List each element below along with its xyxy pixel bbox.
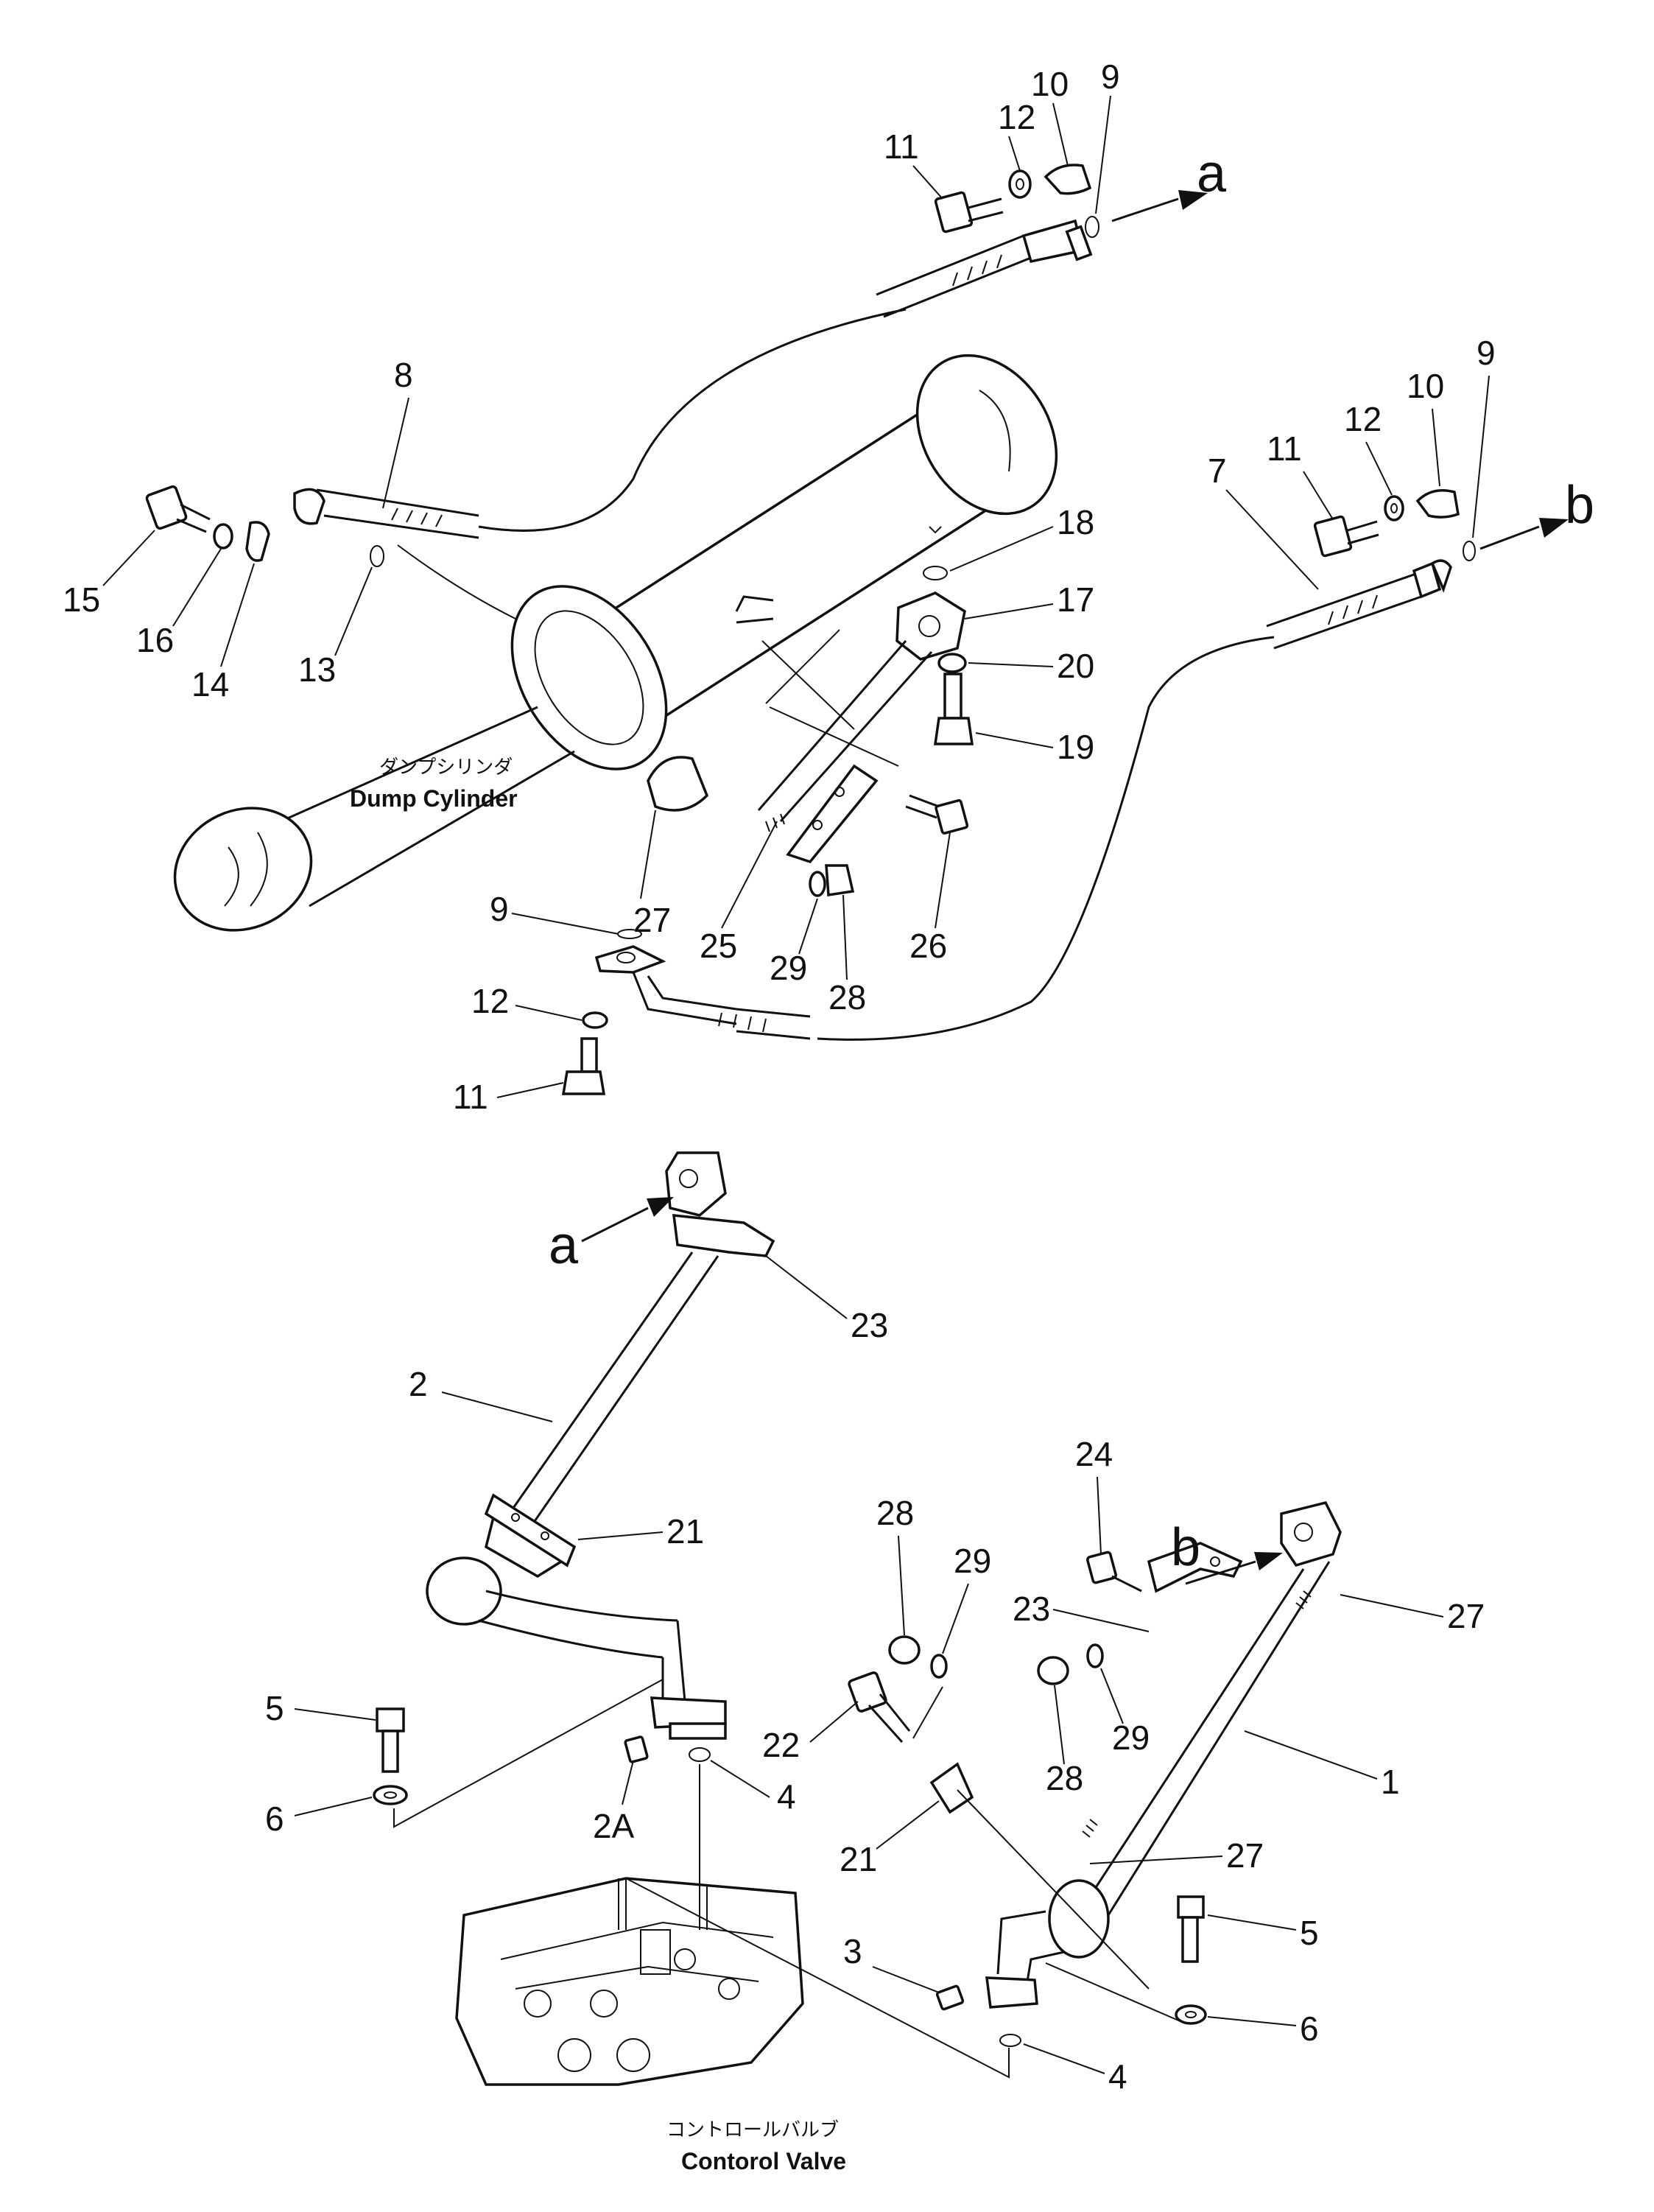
label-29-right: 29 (1112, 1718, 1150, 1757)
label-15: 15 (63, 580, 100, 619)
control-valve (455, 1877, 804, 2086)
label-11-low: 11 (453, 1078, 488, 1116)
hose-8 (293, 308, 907, 539)
label-14: 14 (191, 665, 229, 703)
fasteners-left (145, 485, 384, 567)
label-9-mid: 9 (490, 890, 509, 928)
dump-cylinder-caption-jp: ダンプシリンダ (379, 756, 513, 779)
fittings-right-lower (935, 1895, 1207, 2047)
pipe-1 (985, 1500, 1342, 2009)
part-labels: 11 12 10 9 a 8 15 16 14 13 11 12 10 9 b … (63, 57, 1594, 2096)
label-27-right: 27 (1447, 1597, 1485, 1635)
fasteners-top-b (1313, 489, 1476, 561)
ref-b-bottom: b (1171, 1518, 1200, 1577)
dump-cylinder (173, 354, 1058, 932)
label-27-mid: 27 (633, 901, 671, 939)
label-28-left: 28 (876, 1494, 914, 1532)
label-12-low: 12 (471, 982, 509, 1020)
label-1: 1 (1381, 1763, 1400, 1801)
label-8: 8 (394, 356, 413, 394)
label-6-right: 6 (1300, 2009, 1319, 2048)
label-10: 10 (1031, 65, 1069, 103)
control-valve-caption-en: Contorol Valve (681, 2148, 846, 2174)
label-2: 2 (409, 1365, 428, 1403)
label-18: 18 (1057, 503, 1094, 541)
pipe-lower-flange (561, 929, 811, 1095)
label-9-b: 9 (1477, 334, 1496, 372)
label-20: 20 (1057, 647, 1094, 685)
label-13: 13 (298, 650, 336, 689)
label-23-top: 23 (851, 1306, 888, 1344)
flange-block-17 (757, 526, 974, 822)
label-12: 12 (998, 98, 1035, 136)
label-19: 19 (1057, 728, 1094, 766)
label-21-lower: 21 (840, 1840, 877, 1878)
label-2a: 2A (593, 1807, 635, 1845)
label-4-right: 4 (1108, 2057, 1127, 2096)
label-29-mid: 29 (770, 949, 807, 987)
label-28-right: 28 (1046, 1759, 1083, 1797)
label-3: 3 (843, 1932, 862, 1970)
control-valve-caption-jp: コントロールバルブ (666, 2119, 839, 2141)
label-22: 22 (762, 1726, 800, 1764)
label-5-left: 5 (265, 1689, 284, 1727)
label-27-lower: 27 (1226, 1836, 1264, 1875)
label-16: 16 (136, 621, 174, 659)
label-12-b: 12 (1344, 400, 1382, 438)
arrow-a-bottom (581, 1207, 649, 1243)
ref-a-top: a (1197, 144, 1227, 203)
label-26: 26 (909, 927, 947, 965)
bracket-21-upper (484, 1493, 577, 1567)
dump-cylinder-caption-en: Dump Cylinder (350, 785, 518, 812)
hose-to-a (876, 190, 1208, 318)
label-29-left: 29 (954, 1542, 991, 1580)
bracket-assembly (647, 595, 969, 897)
label-5-right: 5 (1300, 1914, 1319, 1952)
label-7: 7 (1208, 452, 1227, 490)
label-4-left: 4 (777, 1777, 796, 1816)
bracket-21-lower (848, 1551, 1150, 1990)
ref-b-top: b (1565, 476, 1594, 535)
label-28-mid: 28 (828, 978, 866, 1017)
ref-a-bottom: a (549, 1216, 579, 1275)
label-17: 17 (1057, 580, 1094, 619)
hose-7 (817, 518, 1569, 1041)
label-24: 24 (1075, 1435, 1113, 1473)
label-6-left: 6 (265, 1800, 284, 1838)
label-11-b: 11 (1267, 429, 1302, 468)
fittings-left-lower (373, 1679, 711, 1828)
leader-lines (618, 1764, 1010, 2079)
label-21-upper: 21 (666, 1512, 704, 1551)
label-11: 11 (884, 127, 919, 166)
pipe-2 (426, 1151, 775, 1740)
arrow-b-bottom (1185, 1560, 1256, 1585)
label-10-b: 10 (1407, 367, 1444, 405)
label-25: 25 (700, 927, 737, 965)
fasteners-top-a (934, 164, 1099, 238)
label-9: 9 (1101, 57, 1120, 96)
captions: ダンプシリンダ Dump Cylinder コントロールバルブ Contorol… (350, 756, 846, 2174)
label-23-bottom: 23 (1013, 1590, 1050, 1628)
